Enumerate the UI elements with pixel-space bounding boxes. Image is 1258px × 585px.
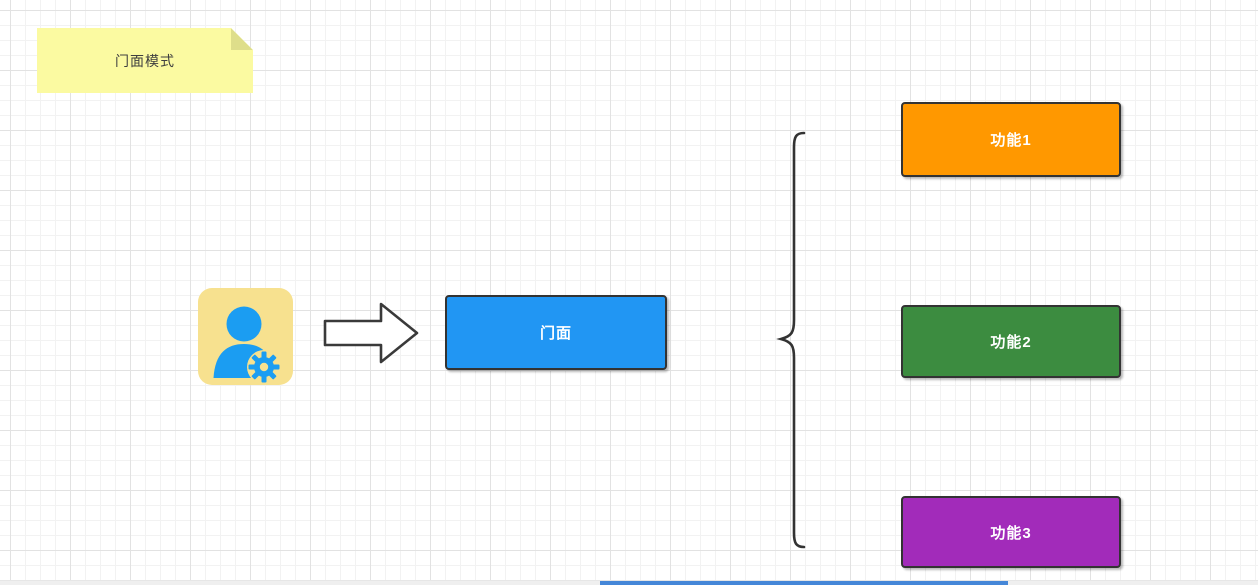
function-box-1[interactable]: 功能1	[901, 102, 1121, 177]
function-box-3[interactable]: 功能3	[901, 496, 1121, 568]
brace-shape[interactable]	[774, 130, 808, 550]
note-fold-corner	[231, 28, 253, 50]
curly-brace-icon	[776, 131, 806, 549]
horizontal-scrollbar-thumb[interactable]	[600, 581, 1008, 585]
client-shape[interactable]	[198, 288, 293, 385]
function-box-2[interactable]: 功能2	[901, 305, 1121, 378]
function-2-label: 功能2	[990, 334, 1032, 351]
sticky-note-label: 门面模式	[115, 52, 175, 69]
function-1-label: 功能1	[990, 132, 1032, 149]
function-3-label: 功能3	[990, 524, 1032, 542]
arrow-shape[interactable]	[321, 299, 421, 367]
arrow-right-icon	[323, 302, 419, 364]
horizontal-scrollbar-track[interactable]	[0, 580, 1258, 585]
facade-label: 门面	[539, 325, 572, 342]
user-gear-icon	[213, 306, 281, 384]
facade-box[interactable]: 门面	[445, 295, 667, 370]
sticky-note[interactable]: 门面模式	[37, 28, 253, 93]
